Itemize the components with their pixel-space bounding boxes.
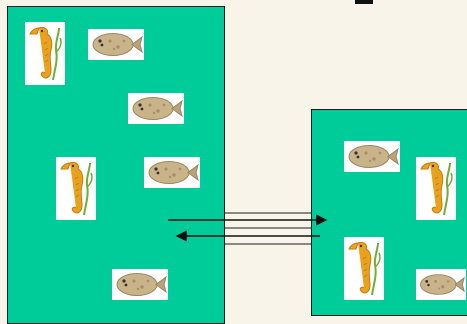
flounder-icon xyxy=(128,93,184,124)
flounder-icon xyxy=(144,157,200,188)
flounder-icon xyxy=(416,269,466,300)
flounder-icon xyxy=(88,29,144,60)
top-edge-mark xyxy=(355,0,373,4)
seahorse-icon xyxy=(416,157,456,220)
flounder-icon xyxy=(112,269,168,300)
connecting-channel xyxy=(224,212,312,245)
seahorse-icon xyxy=(56,157,96,220)
seahorse-icon xyxy=(25,22,65,85)
flounder-icon xyxy=(344,141,400,172)
seahorse-icon xyxy=(344,237,384,300)
